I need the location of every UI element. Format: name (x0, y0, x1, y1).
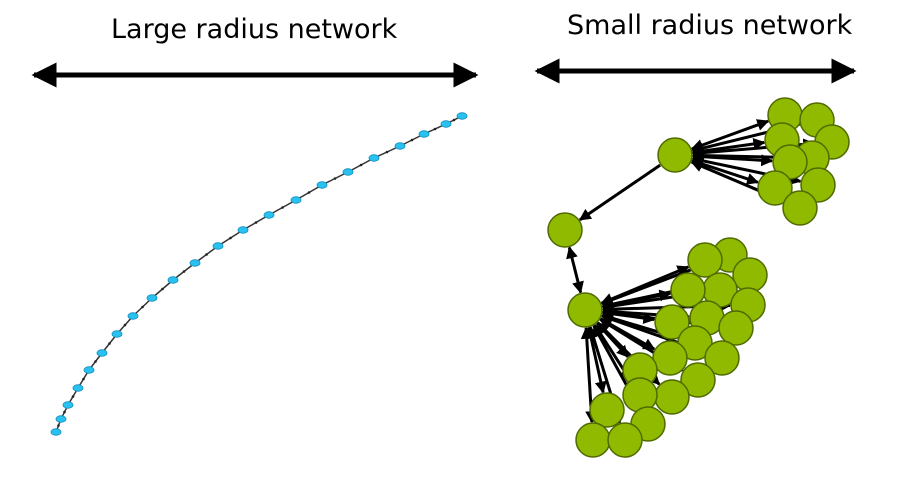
chain-node (83, 366, 95, 374)
cluster-node (757, 170, 793, 206)
large-radius-title: Large radius network (111, 14, 398, 45)
chain-node (111, 330, 123, 338)
chain-node (167, 276, 179, 284)
cluster-node (575, 422, 611, 458)
chain-node (394, 142, 406, 150)
cluster-node (654, 304, 690, 340)
chain-edge-dot (182, 270, 186, 273)
chain-node (316, 181, 328, 189)
hub-link-edge (578, 163, 661, 222)
chain-node (146, 294, 158, 302)
cluster-node (607, 422, 643, 458)
chain-node (368, 154, 380, 162)
cluster-node (680, 362, 716, 398)
chain-edge-dot (94, 360, 97, 363)
chain-edge-dot (281, 206, 284, 209)
chain-node (440, 120, 452, 128)
chain-edge-dot (57, 424, 60, 427)
chain-edge-dot (82, 377, 85, 381)
cluster-node (652, 340, 688, 376)
chain-node (290, 196, 302, 204)
small-radius-title: Small radius network (567, 10, 853, 41)
cluster-node (704, 340, 740, 376)
chain-edge-dot (359, 163, 363, 167)
chain-node (189, 259, 201, 267)
chain-node (50, 428, 62, 436)
chain-edge-dot (205, 253, 208, 256)
cluster-node (589, 392, 625, 428)
chain-edge-dot (385, 150, 389, 154)
cluster-node (718, 310, 754, 346)
chain-node (456, 112, 468, 120)
chain-edge-dot (410, 138, 414, 142)
chain-node (62, 401, 74, 409)
chain-node (263, 211, 275, 219)
bottom-cluster (575, 237, 768, 458)
chain-edge-dot (71, 395, 75, 398)
chain-edge-dot (433, 127, 437, 131)
chain-node (127, 312, 139, 320)
chain-edge-dot (452, 118, 456, 122)
hub-link-edge (566, 246, 584, 294)
chain-node (55, 415, 67, 423)
chain-node (418, 130, 430, 138)
large-radius-chain (50, 112, 468, 436)
chain-node (72, 384, 84, 392)
cluster-node (670, 272, 706, 308)
chain-edge-dot (307, 191, 311, 194)
chain-node (212, 242, 224, 250)
chain-node (342, 168, 354, 176)
cluster-node (782, 190, 818, 226)
hub-nodes (547, 137, 693, 328)
cluster-node (732, 257, 768, 293)
hub-node (547, 212, 583, 248)
chain-edge-dot (333, 177, 337, 180)
chain-edge-dot (161, 287, 164, 291)
chain-edge-dot (141, 305, 144, 309)
chain-edge-dot (108, 342, 111, 345)
chain-edge-dot (123, 323, 127, 327)
hub-node (567, 292, 603, 328)
chain-node (96, 349, 108, 357)
chain-edge-dot (229, 236, 232, 240)
chain-edge-dot (63, 410, 66, 414)
hub-node (657, 137, 693, 173)
cluster-node (687, 242, 723, 278)
chain-node (237, 226, 249, 234)
cluster-node (654, 379, 690, 415)
top-cluster (757, 97, 850, 226)
chain-edge-dot (254, 221, 258, 224)
